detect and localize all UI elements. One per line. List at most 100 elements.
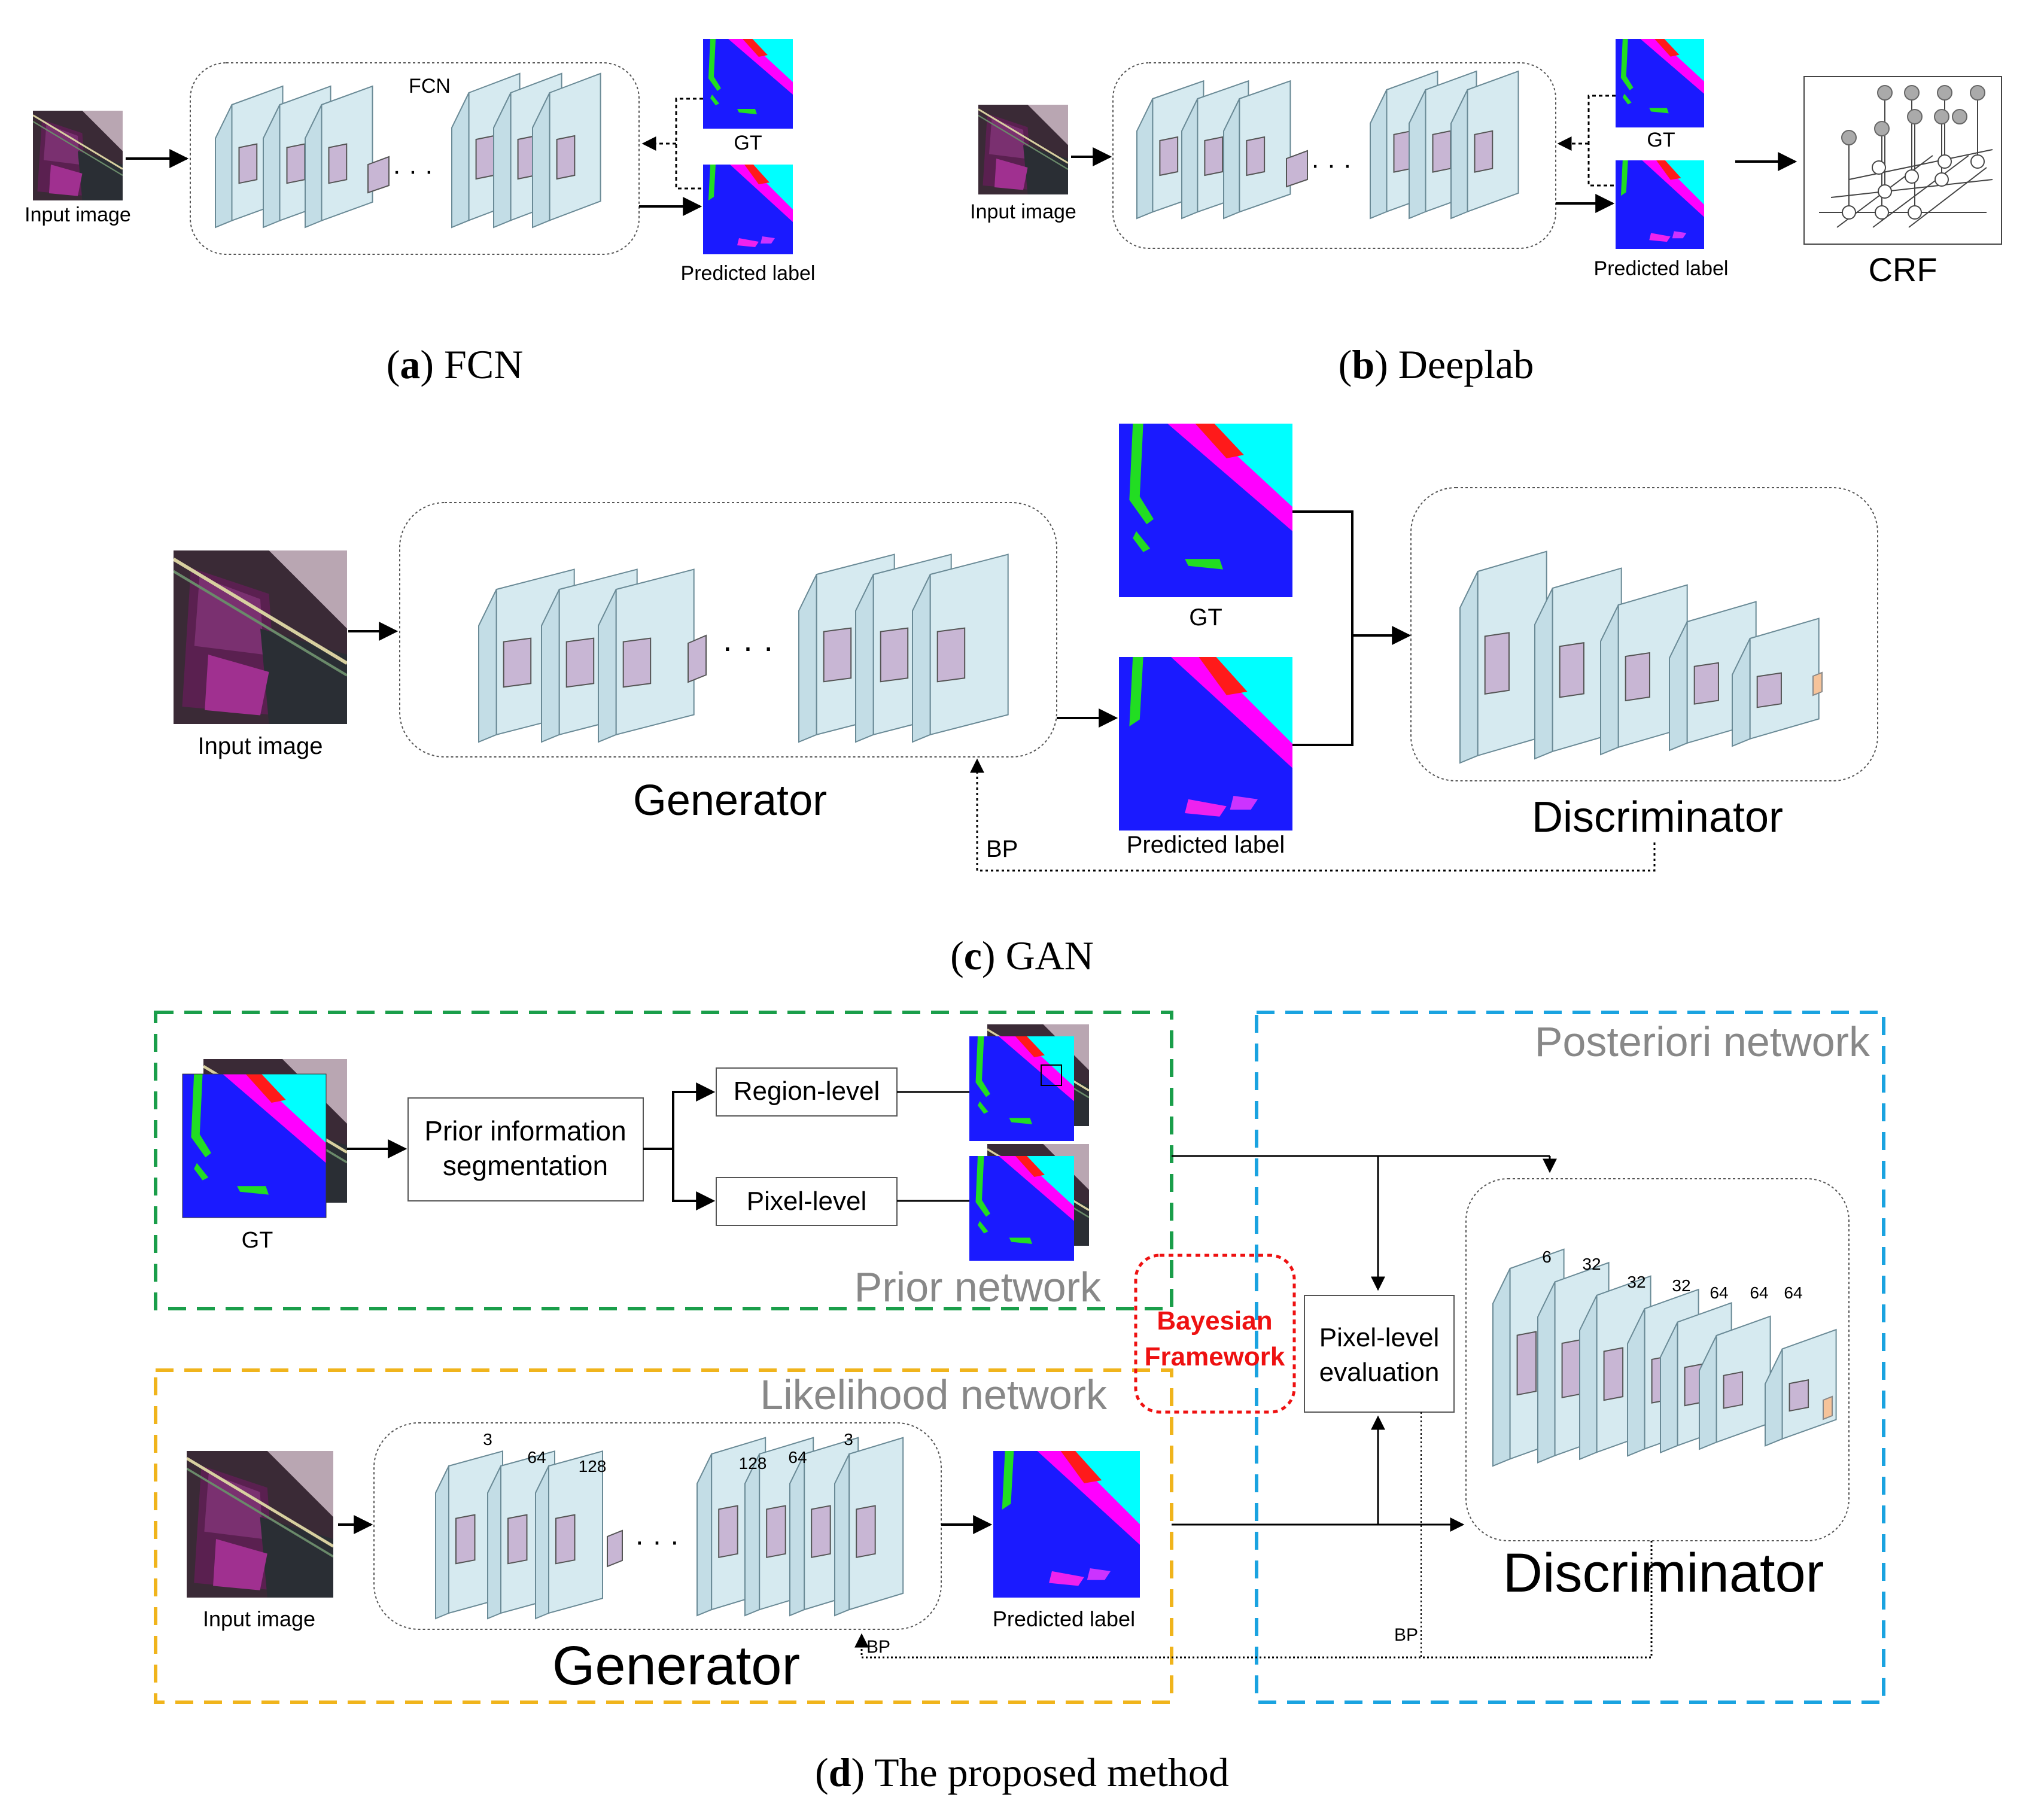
likelihood-network-label: Likelihood network — [760, 1371, 1108, 1418]
merge-bracket-c — [1292, 510, 1353, 746]
crf-label: CRF — [1868, 251, 1937, 288]
pixel-gt-image — [969, 1156, 1074, 1261]
bp-label-right: BP — [1394, 1625, 1418, 1645]
prior-info-line2: segmentation — [443, 1150, 608, 1181]
decoder-layers-a — [451, 72, 601, 229]
conv-kernel — [286, 143, 306, 184]
encoder-layers-a — [215, 85, 373, 229]
feature-map-side — [1459, 571, 1479, 764]
panel-b: Input image · · · GT Predicted label — [970, 39, 2002, 387]
region-level-label: Region-level — [734, 1076, 880, 1106]
feature-map-side — [215, 104, 233, 229]
decoder-layers-d — [696, 1437, 904, 1617]
generator-label-c: Generator — [633, 777, 827, 825]
svg-text:32: 32 — [1582, 1255, 1601, 1273]
pred-label-b: Predicted label — [1594, 257, 1729, 280]
gt-image-b — [1616, 39, 1704, 127]
bp-path-c — [970, 758, 1656, 872]
conv-kernel — [1788, 1379, 1809, 1412]
feature-map-side — [744, 1453, 761, 1617]
conv-kernel — [1246, 136, 1266, 177]
feature-map-side — [696, 1453, 713, 1617]
input-label-b: Input image — [970, 200, 1076, 223]
likelihood-input-label: Input image — [203, 1607, 315, 1631]
panel-d: Prior network Likelihood network Posteri… — [154, 1011, 1885, 1795]
conv-kernel — [1756, 672, 1782, 708]
generator-box-d — [373, 1422, 942, 1630]
input-image-c — [174, 550, 347, 724]
gt-image-c — [1119, 424, 1292, 597]
generator-box-c — [399, 502, 1057, 758]
likelihood-pred-label: Predicted label — [993, 1607, 1135, 1631]
ellipsis-b: · · · — [1311, 150, 1352, 180]
prior-info-box — [407, 1097, 644, 1201]
discriminator-box-d — [1465, 1178, 1850, 1541]
pred-image-c — [1119, 657, 1292, 831]
disc-layers-c — [1459, 550, 1820, 764]
conv-kernel — [1204, 136, 1224, 177]
pixel-eval-line2: evaluation — [1319, 1358, 1440, 1387]
feature-map-side — [1492, 1268, 1511, 1467]
pred-label-a: Predicted label — [681, 262, 816, 285]
gt-label-b: GT — [1647, 129, 1675, 151]
discriminator-box-c — [1410, 487, 1878, 781]
prior-info-line1: Prior information — [424, 1115, 626, 1146]
input-label-a: Input image — [25, 203, 131, 226]
encoder-layers-b — [1136, 80, 1291, 220]
svg-text:64: 64 — [1750, 1283, 1768, 1302]
fcn-box — [190, 62, 640, 255]
conv-kernel — [936, 627, 966, 683]
bayesian-line2: Framework — [1145, 1342, 1285, 1371]
posteriori-network-label: Posteriori network — [1535, 1018, 1870, 1065]
bottleneck-a — [367, 156, 390, 194]
conv-kernel — [1723, 1371, 1744, 1409]
conv-kernel — [1484, 632, 1510, 695]
feature-map — [1749, 617, 1820, 740]
generator-label-d: Generator — [552, 1635, 800, 1696]
ellipsis-c: · · · — [722, 628, 774, 665]
conv-kernel — [823, 627, 852, 683]
bayesian-line1: Bayesian — [1157, 1306, 1272, 1336]
feature-map-side — [451, 92, 470, 229]
input-image-b — [978, 105, 1068, 194]
ellipsis-a: · · · — [393, 156, 433, 185]
discriminator-label-c: Discriminator — [1532, 793, 1783, 841]
svg-text:64: 64 — [527, 1448, 546, 1467]
gt-pred-link-a — [675, 98, 703, 190]
conv-kernel — [811, 1505, 831, 1559]
pred-image-b — [1616, 160, 1704, 249]
input-image-a — [33, 111, 123, 200]
bottleneck-d — [607, 1529, 623, 1568]
conv-kernel — [1559, 642, 1584, 698]
gt-label-a: GT — [734, 132, 762, 154]
feature-map — [548, 1450, 603, 1614]
svg-text:3: 3 — [844, 1430, 853, 1449]
svg-text:64: 64 — [1710, 1283, 1728, 1302]
svg-text:64: 64 — [788, 1448, 807, 1467]
conv-kernel — [565, 637, 595, 688]
conv-kernel — [622, 637, 652, 688]
pred-image-a — [703, 165, 793, 254]
conv-kernel — [1625, 652, 1650, 702]
likelihood-network-border — [154, 1368, 1173, 1704]
feature-map-side — [535, 1465, 549, 1620]
gt-image-a — [703, 39, 793, 129]
gt-label-c: GT — [1189, 604, 1222, 631]
conv-kernel — [1603, 1347, 1624, 1401]
conv-kernel — [507, 1514, 528, 1565]
likelihood-input-image — [187, 1451, 333, 1598]
caption-c: (c) GAN — [950, 933, 1094, 978]
prior-network-border — [154, 1011, 1173, 1310]
region-window — [1041, 1064, 1062, 1086]
arrow-to-region — [672, 1082, 716, 1149]
feature-map-side — [478, 589, 497, 743]
decoder-layers-b — [1370, 70, 1519, 220]
ellipsis-d: · · · — [635, 1526, 680, 1557]
feature-map-side — [798, 574, 817, 743]
conv-kernel — [880, 627, 909, 683]
encoder-layers-d — [435, 1450, 603, 1620]
feature-map-side — [435, 1465, 449, 1620]
conv-kernel — [1432, 130, 1452, 173]
bp-label-c: BP — [986, 836, 1018, 862]
